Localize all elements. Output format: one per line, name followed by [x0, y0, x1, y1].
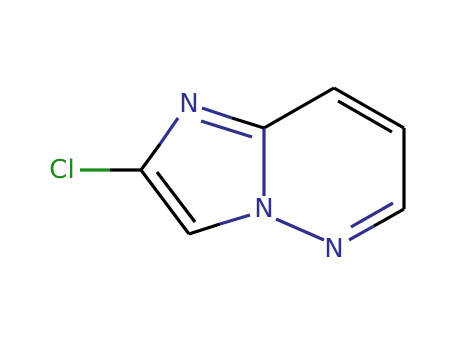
- bond-c6-n1-nitrogen: [348, 224, 375, 242]
- bond-c8a-n1-nitrogen: [201, 106, 233, 120]
- atom-label-n-bridgehead: N: [254, 194, 273, 224]
- bond-n1-c2-carbon: [139, 143, 162, 171]
- bond-c8a-n1-inner: [200, 119, 253, 139]
- bond-c8a-n1-carbon: [231, 116, 265, 130]
- bond-c6-n1-inner: [350, 201, 394, 229]
- bond-n1-n5: [275, 217, 325, 242]
- atom-label-n-imidazole: N: [179, 89, 198, 119]
- bond-c2-c3-inner: [155, 171, 197, 223]
- atom-label-chlorine: Cl: [49, 155, 74, 185]
- bond-c8-c7-inner: [337, 99, 393, 134]
- bond-c8-c7: [333, 86, 405, 130]
- bond-c2-c3: [139, 169, 191, 235]
- bond-c3-n5-nitrogen: [219, 213, 251, 226]
- bond-c6-n1-carbon: [373, 207, 405, 228]
- bond-c8a-c8: [263, 86, 335, 130]
- bond-n1-c2-nitrogen: [158, 117, 180, 145]
- bond-c3-n5-carbon: [188, 222, 221, 236]
- atom-label-n-pyridazine: N: [324, 234, 343, 264]
